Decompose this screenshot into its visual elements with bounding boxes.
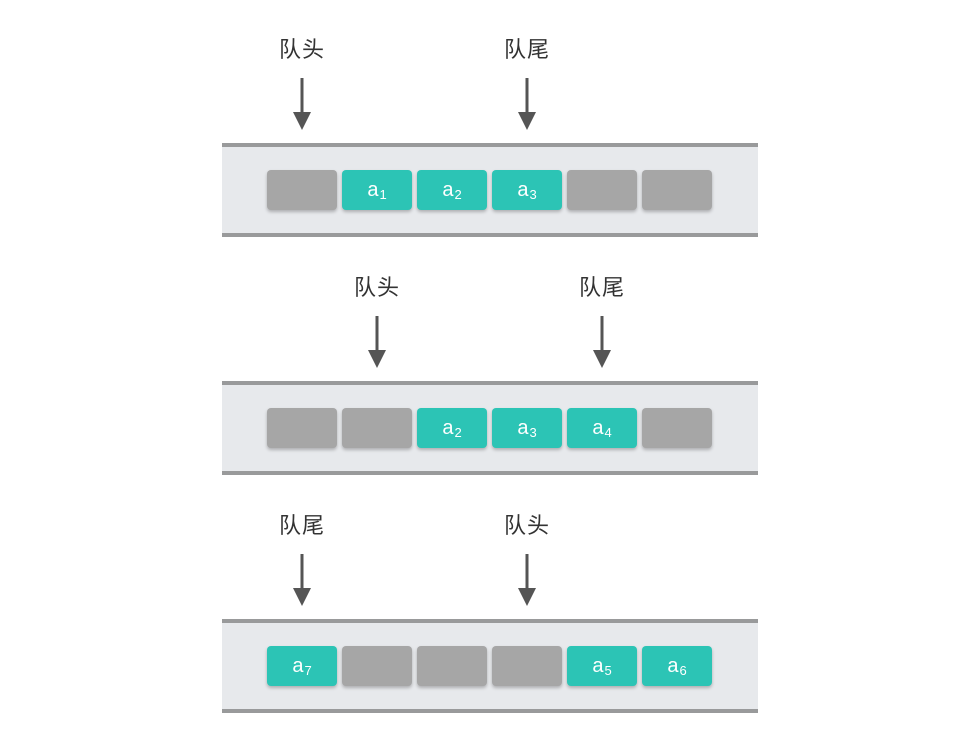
pointer-marker: 队尾 <box>257 514 347 606</box>
down-arrow-icon <box>593 316 611 368</box>
down-arrow-icon <box>368 316 386 368</box>
queue-slot-empty <box>267 408 337 448</box>
element-name: a <box>592 654 604 677</box>
pointer-label: 队尾 <box>278 514 325 539</box>
element-index: 7 <box>304 662 312 678</box>
element-index: 2 <box>454 424 462 440</box>
element-name: a <box>367 178 379 201</box>
pointer-label: 队头 <box>503 514 550 539</box>
queue-slot-empty <box>342 408 412 448</box>
pointer-marker: 队尾 <box>482 38 572 130</box>
element-name: a <box>442 416 454 439</box>
element-name: a <box>292 654 304 677</box>
queue-slot-empty <box>567 170 637 210</box>
element-name: a <box>517 416 529 439</box>
down-arrow-icon <box>293 554 311 606</box>
element-index: 1 <box>379 186 387 202</box>
element-index: 6 <box>679 662 687 678</box>
queue-slot-empty <box>342 646 412 686</box>
pointer-marker: 队头 <box>332 276 422 368</box>
pointer-label: 队头 <box>278 38 325 63</box>
pointer-label: 队头 <box>353 276 400 301</box>
element-index: 5 <box>604 662 612 678</box>
pointer-label: 队尾 <box>503 38 550 63</box>
element-index: 4 <box>604 424 612 440</box>
element-name: a <box>517 178 529 201</box>
queue-slot-empty <box>642 170 712 210</box>
pointer-marker: 队尾 <box>557 276 647 368</box>
element-index: 3 <box>529 186 537 202</box>
element-index: 2 <box>454 186 462 202</box>
queue-slot-empty <box>492 646 562 686</box>
down-arrow-icon <box>518 78 536 130</box>
queue-slot-empty <box>642 408 712 448</box>
down-arrow-icon <box>518 554 536 606</box>
queue-slot-empty <box>417 646 487 686</box>
element-name: a <box>667 654 679 677</box>
element-name: a <box>592 416 604 439</box>
element-index: 3 <box>529 424 537 440</box>
down-arrow-icon <box>293 78 311 130</box>
pointer-label: 队尾 <box>578 276 625 301</box>
pointer-marker: 队头 <box>257 38 347 130</box>
element-name: a <box>442 178 454 201</box>
pointer-marker: 队头 <box>482 514 572 606</box>
queue-slot-empty <box>267 170 337 210</box>
